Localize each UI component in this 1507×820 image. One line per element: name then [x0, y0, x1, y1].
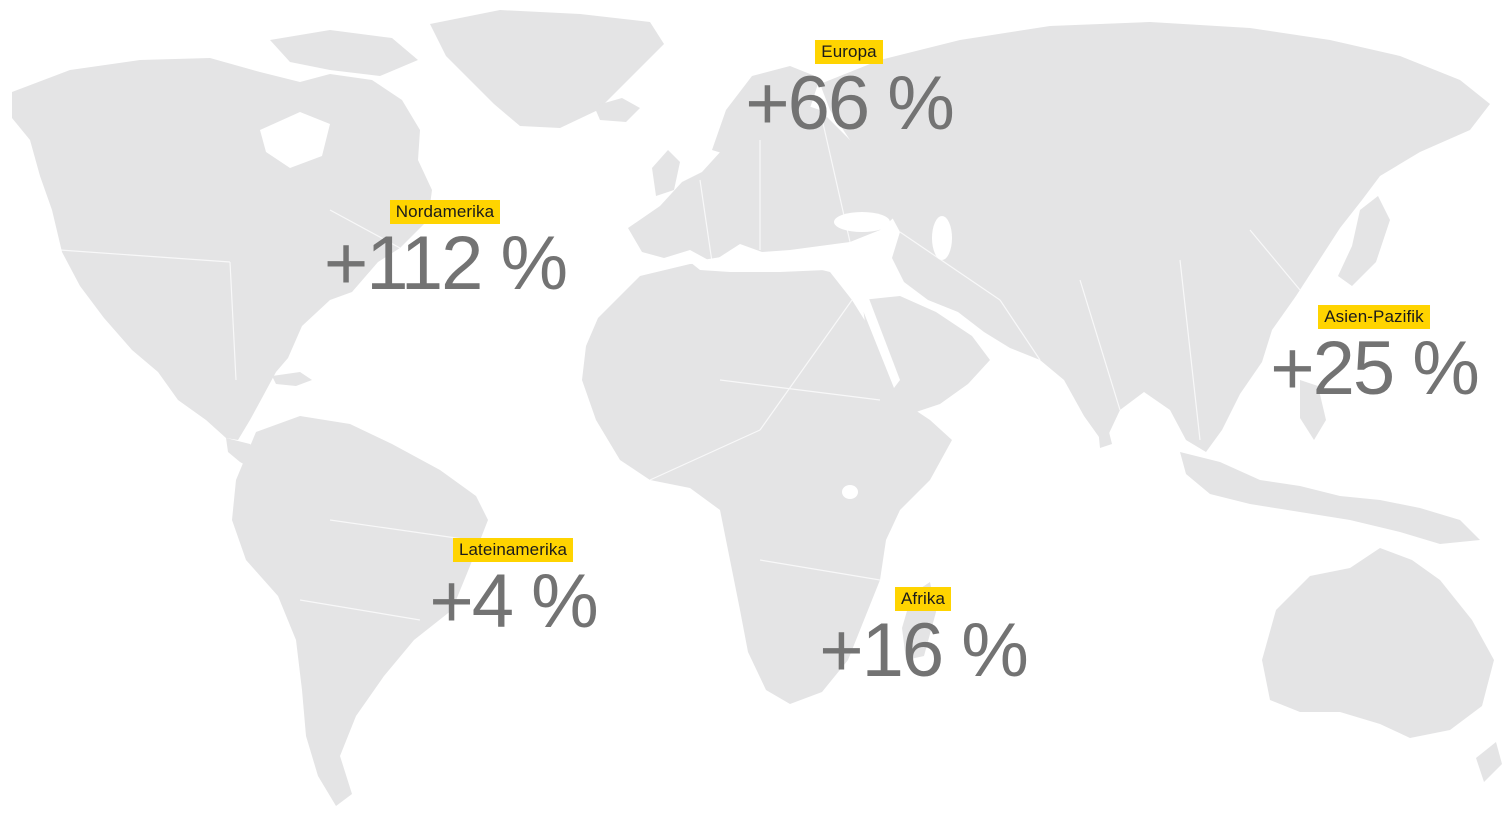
region-label-badge: Asien-Pazifik	[1318, 305, 1430, 329]
scandinavia-landmass	[712, 66, 820, 158]
region-growth-value: +112 %	[323, 221, 568, 306]
region-nordamerika: Nordamerika +112 %	[314, 200, 576, 302]
region-label-badge: Nordamerika	[389, 200, 501, 224]
region-europa: Europa +66 %	[729, 40, 969, 142]
region-growth-value: +66 %	[745, 61, 955, 146]
asia-landmass	[820, 22, 1490, 452]
australia-landmass	[1262, 548, 1494, 738]
region-asien-pazifik: Asien-Pazifik +25 %	[1254, 305, 1494, 407]
iceland-landmass	[594, 98, 640, 122]
japan-landmass	[1338, 196, 1390, 286]
region-label-badge: Lateinamerika	[452, 538, 574, 562]
north-america-landmass	[12, 58, 432, 440]
arctic-islands-landmass	[270, 30, 418, 76]
black-sea	[834, 212, 890, 232]
region-label-badge: Afrika	[894, 587, 952, 611]
mediterranean-sea	[690, 254, 830, 272]
red-sea	[858, 296, 900, 388]
philippines-landmass	[1300, 380, 1326, 440]
southeast-asia-islands	[1180, 452, 1480, 544]
south-america-landmass	[232, 416, 488, 806]
region-label-badge: Europa	[815, 40, 883, 64]
region-lateinamerika: Lateinamerika +4 %	[393, 538, 633, 640]
new-zealand-landmass	[1476, 742, 1502, 782]
caspian-sea	[932, 216, 952, 260]
region-growth-value: +25 %	[1270, 326, 1480, 411]
uk-landmass	[652, 150, 680, 196]
lake-victoria	[842, 485, 858, 499]
country-borders	[59, 109, 1301, 621]
greenland-landmass	[430, 10, 664, 128]
sri-lanka-landmass	[1098, 428, 1112, 448]
region-afrika: Afrika +16 %	[803, 587, 1043, 689]
region-growth-value: +16 %	[819, 608, 1029, 693]
europe-landmass	[628, 100, 900, 262]
caribbean-islands	[272, 372, 312, 386]
africa-landmass	[582, 262, 952, 704]
region-growth-value: +4 %	[429, 559, 598, 644]
hudson-bay	[260, 112, 330, 168]
